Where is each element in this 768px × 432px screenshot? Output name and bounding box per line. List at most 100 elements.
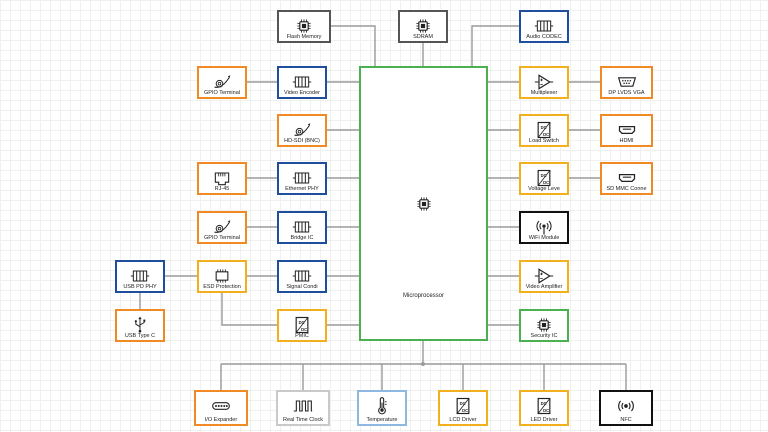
hdmi-connector-icon — [602, 120, 651, 140]
block-label: Temperature — [366, 417, 398, 423]
video-encoder-block[interactable]: Video Encoder — [277, 66, 327, 99]
microprocessor-label: Microprocessor — [402, 293, 444, 299]
lcd-driver-block[interactable]: DC DC LCD Driver — [438, 390, 488, 426]
dp-lvds-vga-block[interactable]: DP LVDS VGA — [600, 66, 653, 99]
svg-text:DC: DC — [543, 132, 549, 137]
clock-wave-icon — [278, 396, 328, 416]
flash-memory-block[interactable]: Flash Memory — [277, 10, 331, 43]
cable-icon — [199, 72, 245, 92]
svg-text:DC: DC — [543, 408, 549, 413]
block-label: Video Amplifier — [525, 284, 563, 290]
block-label: RJ-45 — [214, 186, 230, 192]
amplifier-icon — [521, 266, 567, 286]
wifi-icon — [521, 217, 567, 237]
hd-sdi-block[interactable]: HD-SDI (BNC) — [277, 114, 327, 147]
hdmi-connector-icon — [602, 168, 651, 188]
connection-line — [471, 25, 519, 66]
bridge-ic-block[interactable]: Bridge IC — [277, 211, 327, 244]
cable-icon — [199, 217, 245, 237]
ic-icon — [199, 266, 245, 286]
gpio-terminal-block[interactable]: GPIO Terminal — [197, 66, 247, 99]
svg-text:DC: DC — [462, 408, 468, 413]
usb-type-c-block[interactable]: USB Type C — [115, 309, 165, 342]
block-label: I/O Expander — [204, 417, 238, 423]
sd-mmc-connector-block[interactable]: SD MMC Conne — [600, 162, 653, 195]
nfc-block[interactable]: NFC — [599, 390, 653, 426]
vga-connector-icon — [602, 72, 651, 92]
block-label: DP LVDS VGA — [608, 90, 645, 96]
block-label: HD-SDI (BNC) — [284, 138, 320, 144]
block-label: Multiplexer — [530, 90, 558, 96]
cable-icon — [279, 120, 325, 140]
security-ic-block[interactable]: Security IC — [519, 309, 569, 342]
block-label: Audio CODEC — [526, 34, 562, 40]
block-label: WiFi Module — [528, 235, 560, 241]
block-label: LCD Driver — [449, 417, 477, 423]
junction-dot — [421, 362, 425, 366]
microprocessor-block[interactable]: Microprocessor — [359, 66, 488, 341]
filter-icon — [279, 72, 325, 92]
usb-icon — [117, 315, 163, 335]
block-label: USB PD PHY — [123, 284, 157, 290]
dc-dc-icon: DC DC — [521, 120, 567, 140]
connection-line — [331, 25, 376, 66]
led-driver-block[interactable]: DC DC LED Driver — [519, 390, 569, 426]
svg-text:DC: DC — [299, 320, 305, 325]
block-label: LED Driver — [530, 417, 558, 423]
block-label: GPIO Terminal — [204, 235, 240, 241]
svg-text:DC: DC — [543, 180, 549, 185]
hdmi-block[interactable]: HDMI — [600, 114, 653, 147]
block-label: Load Switch — [529, 138, 559, 144]
svg-text:DC: DC — [541, 125, 547, 130]
filter-icon — [279, 168, 325, 188]
wifi-module-block[interactable]: WiFi Module — [519, 211, 569, 244]
block-label: ESD Protection — [203, 284, 241, 290]
block-label: Signal Condi — [286, 284, 318, 290]
rj45-block[interactable]: RJ-45 — [197, 162, 247, 195]
chip-icon — [400, 16, 446, 36]
filter-icon — [279, 217, 325, 237]
block-label: Flash Memory — [286, 34, 322, 40]
dc-dc-icon: DC DC — [521, 396, 567, 416]
svg-text:DC: DC — [541, 401, 547, 406]
connection-line — [221, 293, 277, 326]
svg-text:DC: DC — [460, 401, 466, 406]
audio-codec-block[interactable]: Audio CODEC — [519, 10, 569, 43]
chip-icon — [521, 315, 567, 335]
block-label: Video Encoder — [284, 90, 320, 96]
voltage-level-shifter-block[interactable]: DC DC Voltage Leve — [519, 162, 569, 195]
dc-dc-icon: DC DC — [440, 396, 486, 416]
sdram-block[interactable]: SDRAM — [398, 10, 448, 43]
dc-dc-icon: DC DC — [279, 315, 325, 335]
svg-text:DC: DC — [541, 173, 547, 178]
load-switch-block[interactable]: DC DC Load Switch — [519, 114, 569, 147]
svg-text:DC: DC — [301, 327, 307, 332]
gpio-terminal-block[interactable]: GPIO Terminal — [197, 211, 247, 244]
thermometer-icon — [359, 396, 405, 416]
video-amplifier-block[interactable]: Video Amplifier — [519, 260, 569, 293]
ethernet-phy-block[interactable]: Ethernet PHY — [277, 162, 327, 195]
io-expander-icon — [196, 396, 246, 416]
filter-icon — [279, 266, 325, 286]
amplifier-icon — [521, 72, 567, 92]
chip-icon — [414, 194, 434, 214]
block-label: USB Type C — [124, 333, 156, 339]
signal-conditioner-block[interactable]: Signal Condi — [277, 260, 327, 293]
block-label: Real Time Clock — [282, 417, 324, 423]
block-label: HDMI — [619, 138, 634, 144]
filter-icon — [117, 266, 163, 286]
multiplexer-block[interactable]: Multiplexer — [519, 66, 569, 99]
io-expander-block[interactable]: I/O Expander — [194, 390, 248, 426]
nfc-icon — [601, 396, 651, 416]
block-label: Voltage Leve — [528, 186, 560, 192]
temperature-sensor-block[interactable]: Temperature — [357, 390, 407, 426]
chip-icon — [279, 16, 329, 36]
esd-protection-block[interactable]: ESD Protection — [197, 260, 247, 293]
block-label: SD MMC Conne — [606, 186, 647, 192]
dc-dc-icon: DC DC — [521, 168, 567, 188]
real-time-clock-block[interactable]: Real Time Clock — [276, 390, 330, 426]
usb-pd-phy-block[interactable]: USB PD PHY — [115, 260, 165, 293]
